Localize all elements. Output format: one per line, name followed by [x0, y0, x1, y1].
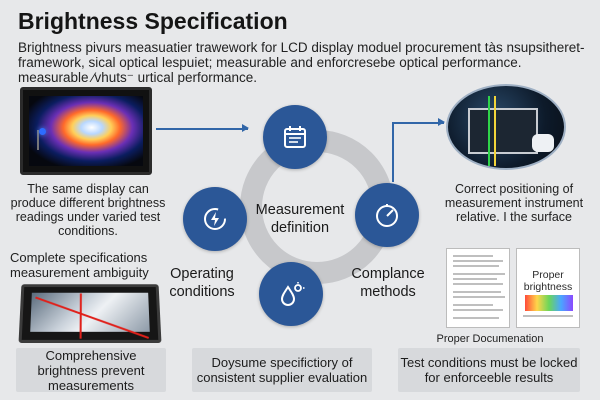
instrument-positioning-image [446, 84, 566, 170]
documentation-sheet-2: Proper brightness [516, 248, 580, 328]
bottom-note-right: Test conditions must be locked for enfor… [398, 348, 580, 392]
right-top-caption: Correct positioning of measurement instr… [444, 182, 584, 224]
left-top-caption: The same display can produce different b… [10, 182, 166, 238]
page-title: Brightness Specification [18, 8, 288, 34]
intro-line-1: Brightness pivurs measuatier trawework f… [18, 40, 585, 55]
intro-line-2: framework, sical optical lespuiet; measu… [18, 55, 522, 70]
droplet-sun-icon [280, 282, 305, 306]
doc-caption: Proper Documenation [436, 333, 544, 345]
intro-line-3: measurable ⁄vhuts⁻ urtical performance. [18, 70, 257, 85]
compliance-node [355, 183, 419, 247]
compliance-label: Complance methods [351, 266, 425, 300]
intro-text: Brightness pivurs measuatier trawework f… [18, 40, 588, 85]
doc-title: Proper brightness [523, 269, 573, 293]
measurement-node [263, 105, 327, 169]
operating-label: Operating conditions [169, 266, 235, 300]
gauge-icon [376, 204, 398, 227]
operating-node [183, 187, 247, 251]
power-cycle-icon [204, 208, 226, 230]
sensor-light-icon [39, 128, 46, 135]
calendar-icon [284, 126, 306, 148]
left-mid-caption: Complete specifications measurement ambi… [10, 250, 149, 280]
display-measurement-image [18, 284, 162, 343]
connector-arrow-left [156, 125, 249, 131]
documentation-sheet-1 [446, 248, 510, 328]
connector-right-vertical [392, 122, 394, 182]
method-node [259, 262, 323, 326]
display-gradient-image [20, 87, 152, 175]
bottom-note-left: Comprehensive brightness prevent measure… [16, 348, 166, 393]
measurement-label: Measurement definition [255, 202, 345, 236]
bottom-note-center: Doysume specifictiory of consistent supp… [192, 348, 372, 392]
connector-arrow-right [392, 119, 445, 125]
